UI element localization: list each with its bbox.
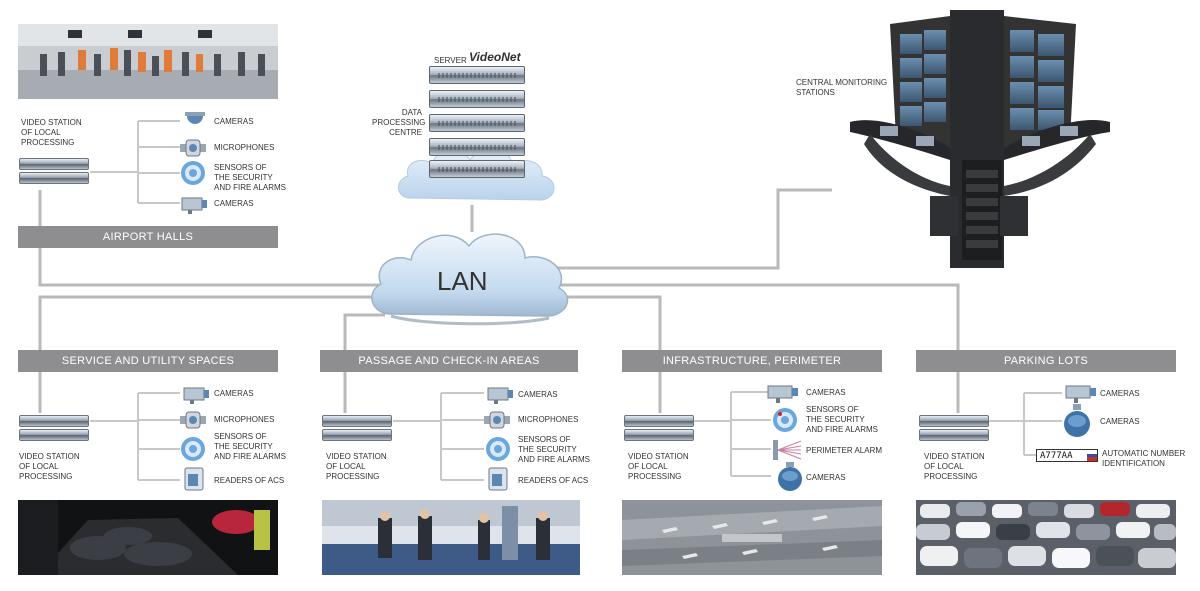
passage-bar: PASSAGE AND CHECK-IN AREAS — [320, 350, 578, 372]
check-in-photo — [322, 500, 580, 575]
airport-halls-photo — [18, 24, 278, 99]
camera-icon — [181, 197, 207, 214]
monitoring-label: CENTRAL MONITORING STATIONS — [796, 78, 888, 97]
sensor-icon — [486, 437, 510, 461]
monitoring-station-image — [850, 10, 1110, 268]
microphone-icon — [180, 411, 206, 429]
dome-camera-icon — [185, 112, 205, 124]
parking-photo — [916, 500, 1176, 575]
passage-cameras-label: CAMERAS — [518, 390, 558, 399]
acs-reader-icon — [184, 467, 204, 491]
passage-microphones-label: MICROPHONES — [518, 415, 579, 424]
service-bar: SERVICE AND UTILITY SPACES — [18, 350, 278, 372]
service-microphones-label: MICROPHONES — [214, 415, 275, 424]
infra-cameras-2-label: CAMERAS — [806, 473, 846, 482]
microphone-icon — [180, 139, 206, 157]
airport-cameras-label: CAMERAS — [214, 117, 254, 126]
camera-icon — [183, 387, 209, 404]
infrastructure-bar: INFRASTRUCTURE, PERIMETER — [622, 350, 882, 372]
acs-reader-icon — [488, 467, 508, 491]
airport-cameras-2-label: CAMERAS — [214, 199, 254, 208]
dome-camera-icon — [778, 462, 802, 491]
airfield-photo — [622, 500, 882, 575]
lan-cloud-icon — [371, 233, 569, 326]
infra-perimeter-label: PERIMETER ALARM — [806, 446, 883, 455]
microphone-icon — [484, 411, 510, 429]
sensor-icon — [773, 408, 797, 432]
passage-acs-label: READERS OF ACS — [518, 476, 589, 485]
parking-bar: PARKING LOTS — [916, 350, 1176, 372]
sensor-icon — [181, 437, 205, 461]
parking-cameras-label: CAMERAS — [1100, 389, 1140, 398]
service-spaces-photo — [18, 500, 278, 575]
server-label: SERVER — [434, 56, 467, 65]
server-rack-icon — [427, 66, 527, 178]
camera-icon — [487, 387, 513, 404]
airport-halls-bar: AIRPORT HALLS — [18, 226, 278, 248]
service-cameras-label: CAMERAS — [214, 389, 254, 398]
server-brand: VideoNet — [469, 50, 521, 64]
service-acs-label: READERS OF ACS — [214, 476, 285, 485]
perimeter-alarm-icon — [773, 440, 802, 460]
parking-cameras-2-label: CAMERAS — [1100, 417, 1140, 426]
data-centre-label: DATA PROCESSING CENTRE — [372, 108, 426, 137]
lan-label: LAN — [437, 266, 488, 296]
sensor-icon — [181, 161, 205, 185]
camera-icon — [1065, 385, 1096, 403]
airport-microphones-label: MICROPHONES — [214, 143, 275, 152]
license-plate-icon: A777AA — [1036, 449, 1098, 462]
camera-icon — [767, 385, 798, 403]
infra-cameras-label: CAMERAS — [806, 388, 846, 397]
dome-camera-icon — [1064, 404, 1090, 437]
